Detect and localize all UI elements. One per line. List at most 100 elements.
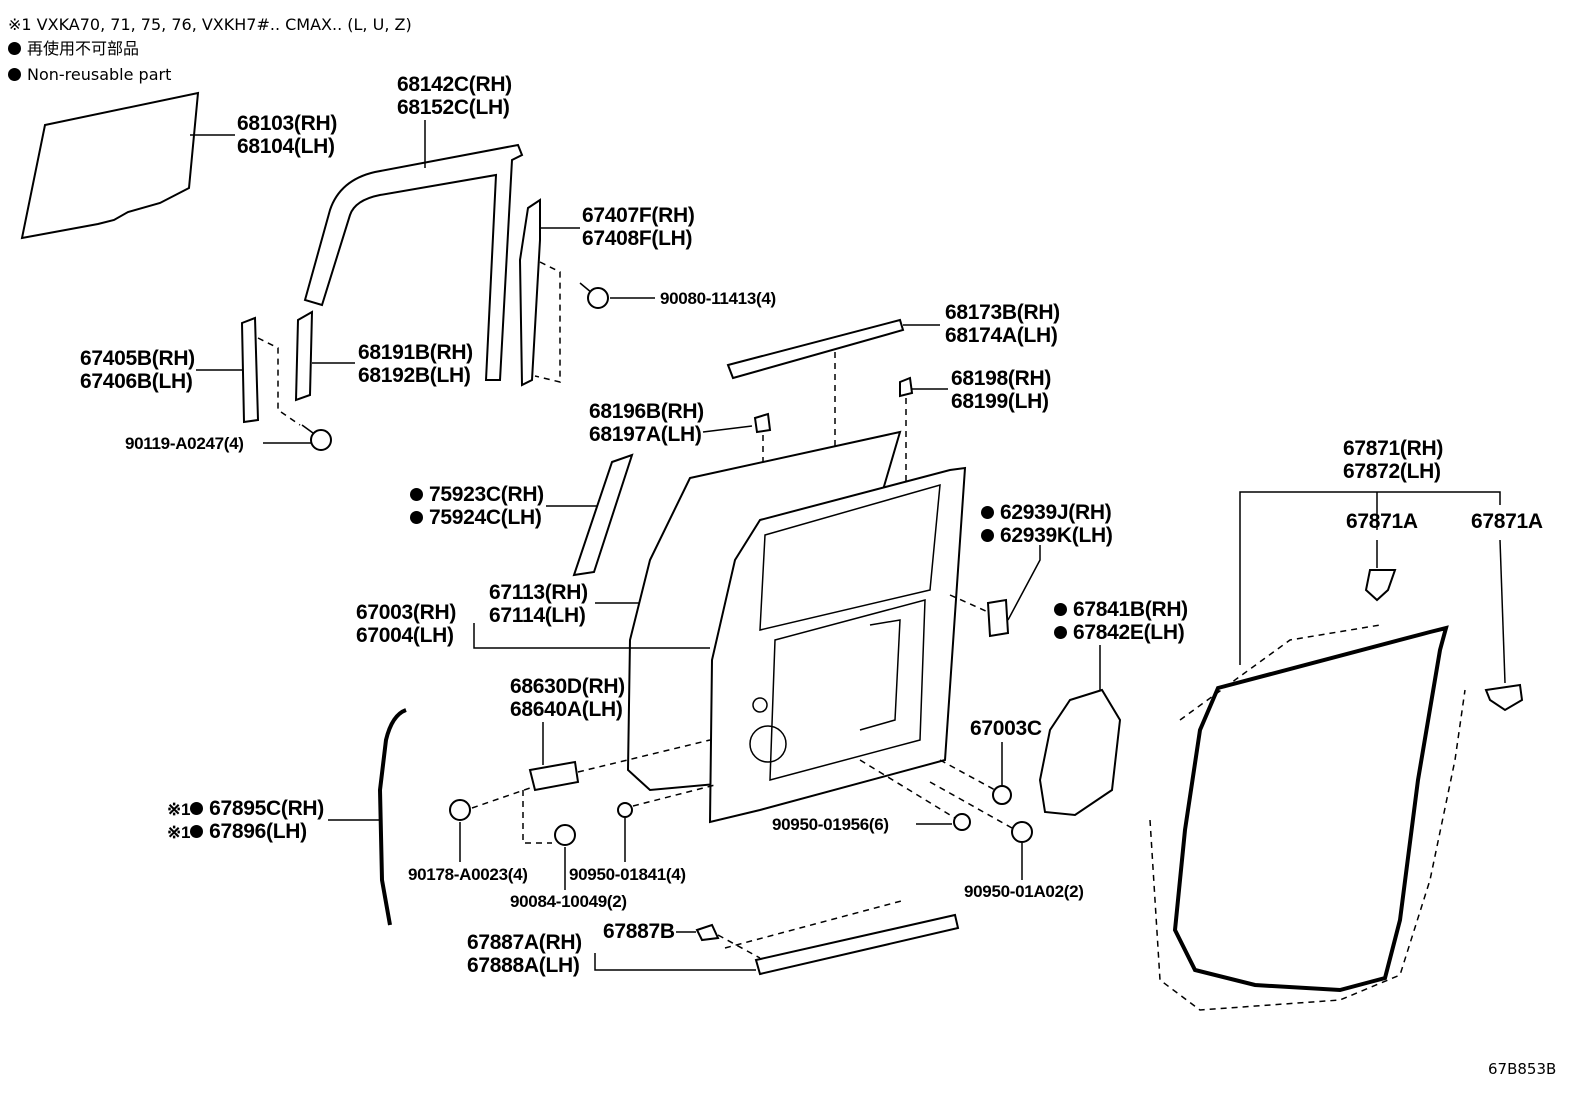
callout-molding-rh: 67887A(RH) [467, 931, 582, 954]
callout-bolt-90084[interactable]: 90084-10049(2) [510, 892, 627, 911]
legend-english: Non-reusable part [8, 66, 171, 84]
callout-weather-rh: 67871(RH) [1343, 437, 1444, 460]
callout-seal-small-lh: 62939K(LH) [981, 524, 1113, 547]
callout-tape[interactable]: 75923C(RH)75924C(LH) [410, 483, 544, 529]
non-reusable-dot-icon [410, 510, 423, 524]
callout-sash-rear-lh: 67408F(LH) [582, 227, 693, 250]
callout-weatherstrip[interactable]: 67871(RH)67872(LH) [1343, 437, 1443, 483]
callout-run-rh: 68142C(RH) [397, 73, 512, 96]
lower-glass-run [294, 310, 314, 402]
legend-japanese-text: 再使用不可部品 [27, 39, 140, 58]
callout-clip-67871a-left[interactable]: 67871A [1346, 510, 1418, 533]
non-reusable-dot-icon [190, 801, 204, 815]
bracket-68198 [899, 376, 914, 398]
drawing-code: 67B853B [1488, 1060, 1557, 1078]
callout-hinge-lh: 68640A(LH) [510, 698, 623, 721]
clip-68196 [753, 412, 772, 434]
callout-bracket-lh: 68199(LH) [951, 390, 1049, 413]
callout-clip-a-rh: 68196B(RH) [589, 400, 704, 423]
applicability-note: ※1 VXKA70, 71, 75, 76, VXKH7#.. CMAX.. (… [8, 15, 412, 34]
lower-door-molding [754, 913, 960, 976]
callout-door-lh: 67004(LH) [356, 624, 454, 647]
door-inner-panel [708, 466, 967, 824]
callout-clip-68196[interactable]: 68196B(RH)68197A(LH) [589, 400, 704, 446]
bolt-90080 [579, 282, 609, 309]
service-hole-seal [986, 598, 1010, 638]
rear-door-sash [518, 198, 541, 387]
callout-tape-lh: 75924C(LH) [410, 506, 544, 529]
callout-clip-a-lh: 68197A(LH) [589, 423, 702, 446]
callout-bracket[interactable]: 68198(RH)68199(LH) [951, 367, 1051, 413]
callout-clip-67871a-right[interactable]: 67871A [1471, 510, 1543, 533]
callout-plug-90950-01a02[interactable]: 90950-01A02(2) [964, 882, 1084, 901]
glass-run [303, 143, 524, 381]
hinge-nut [449, 799, 471, 821]
callout-door-rh: 67003(RH) [356, 601, 457, 624]
callout-tape-rh: 75923C(RH) [410, 483, 544, 506]
bolt-90119 [301, 424, 332, 451]
callout-belt-lh: 68174A(LH) [945, 324, 1058, 347]
non-reusable-dot-icon [1054, 602, 1067, 616]
callout-door[interactable]: 67003(RH)67004(LH) [356, 601, 456, 647]
callout-front-sash[interactable]: 67405B(RH)67406B(LH) [80, 347, 195, 393]
callout-weather-lh: 67872(LH) [1343, 460, 1441, 483]
non-reusable-dot-icon [8, 42, 21, 55]
weatherstrip-clip-right [1484, 683, 1524, 712]
callout-run-lower-lh: 68192B(LH) [358, 364, 471, 387]
callout-plug-67003c[interactable]: 67003C [970, 717, 1042, 740]
non-reusable-dot-icon [410, 487, 423, 501]
non-reusable-dot-icon [8, 68, 21, 81]
service-hole-cover [1038, 688, 1122, 817]
callout-sash-front-lh: 67406B(LH) [80, 370, 193, 393]
non-reusable-dot-icon [190, 824, 204, 838]
callout-nut-90178[interactable]: 90178-A0023(4) [408, 865, 528, 884]
callout-service-seal[interactable]: 62939J(RH)62939K(LH) [981, 501, 1113, 547]
plug-90950-01841 [617, 802, 633, 818]
callout-lower-run[interactable]: 68191B(RH)68192B(LH) [358, 341, 473, 387]
non-reusable-dot-icon [981, 505, 994, 519]
callout-hinge[interactable]: 68630D(RH)68640A(LH) [510, 675, 625, 721]
plug-90950-01a02 [1011, 821, 1033, 843]
weatherstrip-clip-top [1364, 569, 1397, 602]
callout-belt-moulding[interactable]: 68173B(RH)68174A(LH) [945, 301, 1060, 347]
callout-rear-sash[interactable]: 67407F(RH)67408F(LH) [582, 204, 695, 250]
callout-belt-rh: 68173B(RH) [945, 301, 1060, 324]
callout-glass[interactable]: 68103(RH)68104(LH) [237, 112, 337, 158]
callout-molding-lh: 67888A(LH) [467, 954, 580, 977]
callout-panel-outer-rh: 67113(RH) [489, 581, 588, 604]
callout-sash-rear-rh: 67407F(RH) [582, 204, 695, 227]
non-reusable-dot-icon [981, 528, 994, 542]
legend-english-text: Non-reusable part [27, 65, 172, 84]
door-weatherstrip [1172, 625, 1449, 993]
front-door-sash [240, 316, 260, 424]
callout-seal-small-rh: 62939J(RH) [981, 501, 1113, 524]
door-glass [20, 91, 200, 240]
plug-67003c [992, 785, 1012, 805]
callout-panel-outer-lh: 67114(LH) [489, 604, 586, 627]
black-out-tape [572, 453, 634, 577]
callout-glass-run[interactable]: 68142C(RH)68152C(LH) [397, 73, 512, 119]
callout-outer-panel[interactable]: 67113(RH)67114(LH) [489, 581, 588, 627]
callout-lower-molding[interactable]: 67887A(RH)67888A(LH) [467, 931, 582, 977]
molding-clip [695, 923, 720, 942]
hinge-bolt [554, 824, 576, 846]
callout-bolt-90080[interactable]: 90080-11413(4) [660, 289, 776, 308]
legend-japanese: 再使用不可部品 [8, 40, 139, 58]
callout-plug-90950-01841[interactable]: 90950-01841(4) [569, 865, 686, 884]
callout-hinge-rh: 68630D(RH) [510, 675, 625, 698]
callout-cover-rh: 67841B(RH) [1054, 598, 1188, 621]
callout-cover-lh: 67842E(LH) [1054, 621, 1188, 644]
callout-clip-67887b[interactable]: 67887B [603, 920, 675, 943]
callout-bolt-90119[interactable]: 90119-A0247(4) [125, 434, 244, 453]
callout-glass-lh: 68104(LH) [237, 135, 335, 158]
non-reusable-dot-icon [1054, 625, 1067, 639]
callout-run-lh: 68152C(LH) [397, 96, 510, 119]
callout-plug-90950-01956[interactable]: 90950-01956(6) [772, 815, 889, 834]
callout-sash-front-rh: 67405B(RH) [80, 347, 195, 370]
callout-cover[interactable]: 67841B(RH)67842E(LH) [1054, 598, 1188, 644]
door-hinge [528, 760, 580, 792]
